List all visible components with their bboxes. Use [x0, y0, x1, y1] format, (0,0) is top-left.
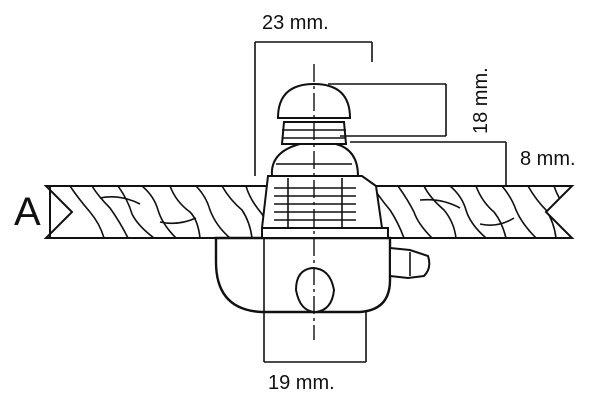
- lower-cap: [270, 143, 360, 177]
- label-19mm: 19 mm.: [268, 372, 335, 394]
- dimension-18mm: [328, 83, 447, 137]
- label-8mm: 8 mm.: [520, 148, 576, 170]
- label-thickness-a: A: [14, 190, 41, 234]
- label-23mm: 23 mm.: [262, 12, 329, 34]
- dimension-23mm: [254, 41, 373, 176]
- threaded-body: [260, 175, 384, 229]
- dimension-19mm: [263, 238, 367, 363]
- bottom-housing: [214, 227, 431, 314]
- label-18mm: 18 mm.: [470, 67, 492, 134]
- dimension-8mm: [350, 141, 507, 186]
- thickness-bracket: [48, 185, 68, 239]
- wood-grain: [69, 186, 569, 238]
